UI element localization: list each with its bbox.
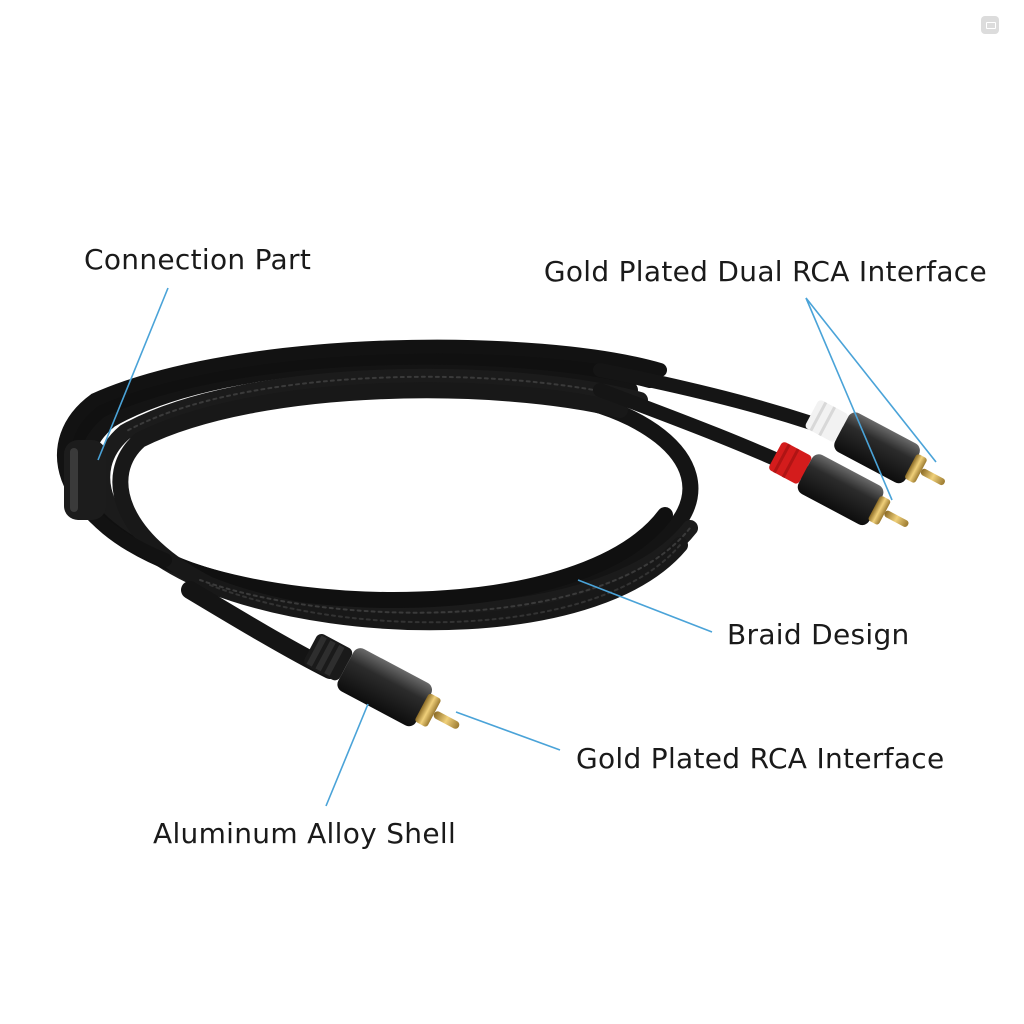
- label-aluminum-alloy-shell: Aluminum Alloy Shell: [153, 817, 457, 850]
- callout-lines: [97, 287, 937, 807]
- label-rca-interface: Gold Plated RCA Interface: [576, 742, 945, 775]
- store-logo-icon: [980, 16, 1000, 42]
- label-dual-rca-interface: Gold Plated Dual RCA Interface: [543, 255, 987, 288]
- callout-line-shell: [325, 703, 369, 807]
- callout-line-connection: [97, 287, 169, 461]
- label-connection-part: Connection Part: [84, 243, 312, 276]
- callout-line-dual-a: [805, 297, 937, 463]
- single-rca-plug: [304, 633, 460, 729]
- callout-line-braid: [577, 579, 713, 633]
- callout-line-dual-b: [805, 297, 893, 501]
- dual-rca-plugs: [769, 400, 945, 527]
- label-braid-design: Braid Design: [727, 618, 910, 651]
- callout-line-rca: [455, 711, 561, 751]
